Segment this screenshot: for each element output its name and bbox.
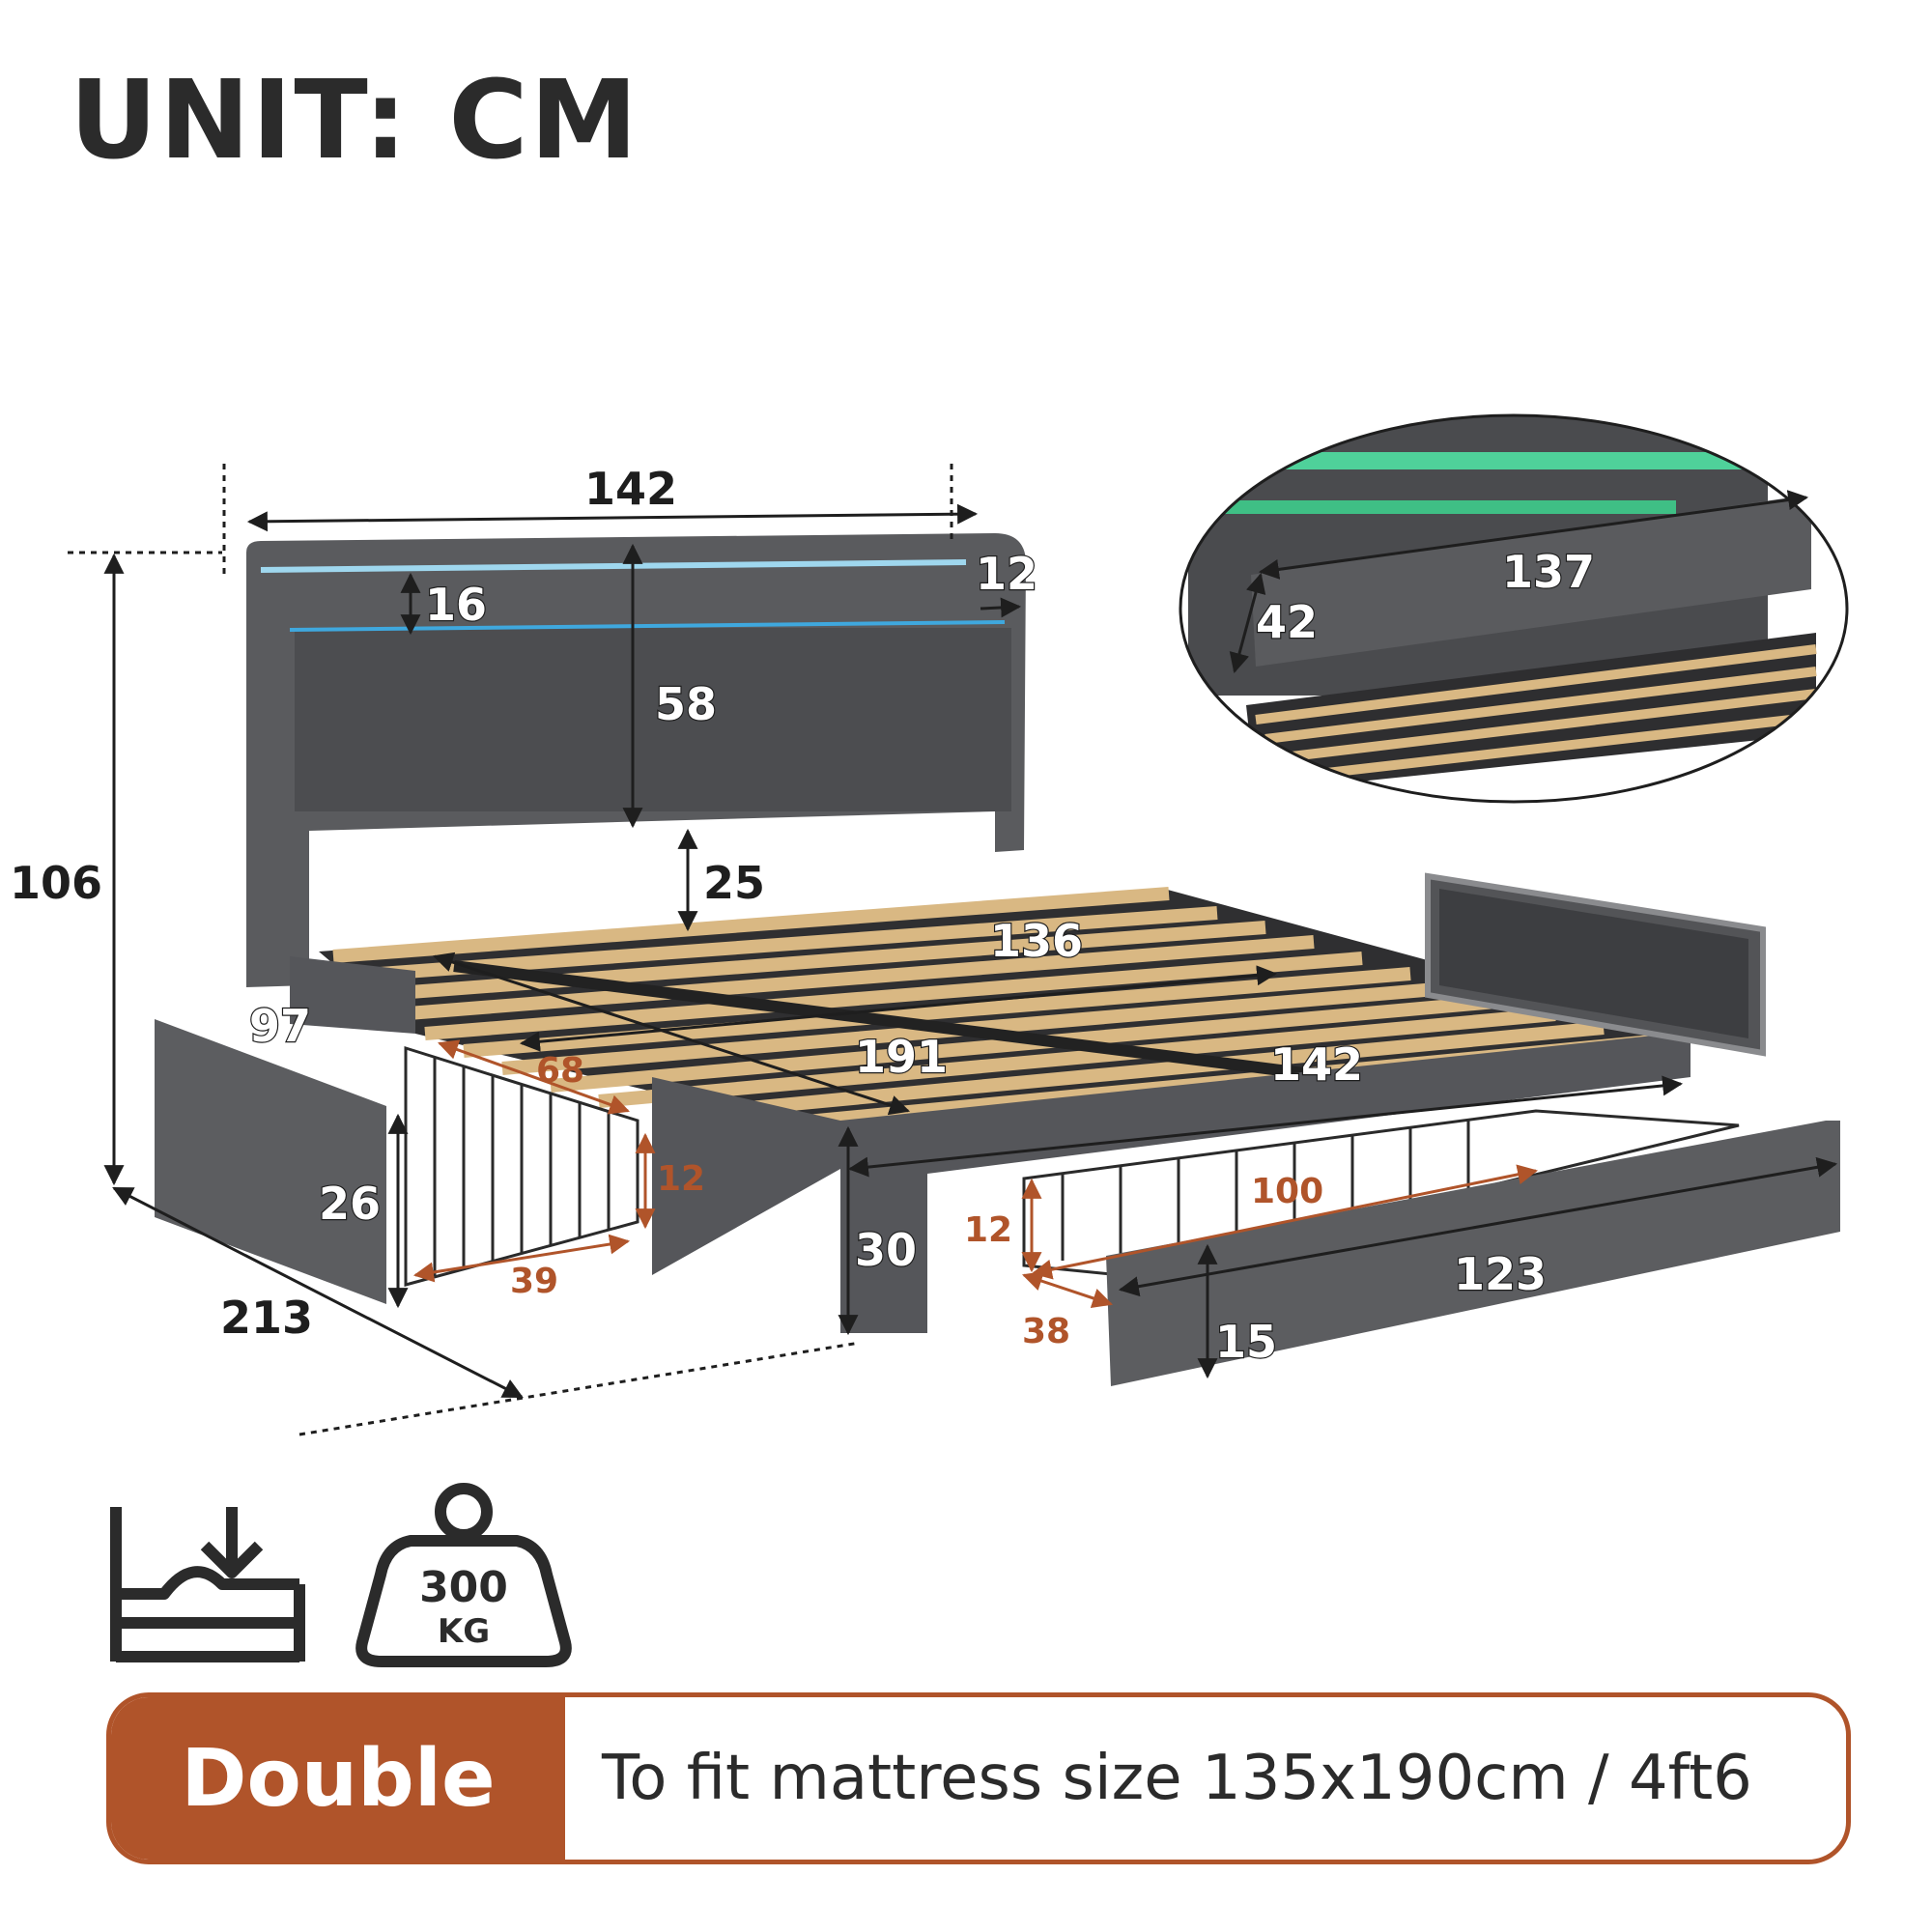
dim-shelf-depth: 12 [976,548,1037,600]
dim-total-length: 213 [220,1292,313,1344]
led-strip-top [260,559,967,573]
mattress-fit-text: To fit mattress size 135x190cm / 4ft6 [602,1743,1752,1814]
headboard-panel [295,628,1011,811]
dim-side-height: 97 [249,1000,311,1052]
dim-foot-drawer-height: 12 [964,1210,1012,1250]
dim-side-drawer-depth: 39 [510,1262,558,1301]
inset-led-strip [1217,452,1758,469]
dim-headboard-panel-height: 58 [655,678,717,730]
dim-frame-height: 30 [855,1224,917,1276]
dim-foot-drawer-front-width: 123 [1454,1248,1547,1300]
dim-inset-shelf-width: 137 [1502,546,1595,598]
left-side-rail [290,956,415,1034]
mattress-size-banner: Double To fit mattress size 135x190cm / … [106,1692,1851,1864]
dim-foot-width: 142 [1270,1038,1363,1091]
bed-size-label: Double [111,1697,565,1860]
inset-led-strip-lower [1222,500,1676,514]
dim-inner-width: 136 [990,915,1083,967]
dim-side-drawer-height: 12 [657,1159,705,1199]
weight-unit: KG [438,1612,490,1651]
dim-inner-length: 191 [855,1031,948,1083]
dim-drawer-front-height: 26 [319,1178,381,1230]
dim-total-height: 106 [10,857,102,909]
drawer-dimension-lines [412,1039,1539,1308]
footboard-inner [1439,889,1748,1038]
unit-title: UNIT: CM [70,58,640,184]
headboard-detail-inset: 137 42 [1179,413,1849,804]
dim-side-drawer-length: 68 [536,1051,584,1091]
dim-foot-drawer-front-height: 15 [1215,1316,1277,1368]
dim-under-headboard-gap: 25 [703,857,765,909]
dim-inset-flap-height: 42 [1256,596,1318,648]
dim-headboard-width: 142 [584,463,677,515]
dim-shelf-height: 16 [425,579,487,631]
weight-value: 300 [419,1563,508,1612]
under-bed-storage-icon [110,1507,305,1662]
weight-capacity-icon: 300 KG [355,1483,572,1667]
inset-wood-slats [1255,644,1817,782]
dim-foot-drawer-depth: 38 [1022,1312,1070,1351]
dim-foot-drawer-length: 100 [1251,1172,1323,1211]
inset-slat-base [1246,633,1816,792]
left-drawer-front [155,1019,386,1304]
